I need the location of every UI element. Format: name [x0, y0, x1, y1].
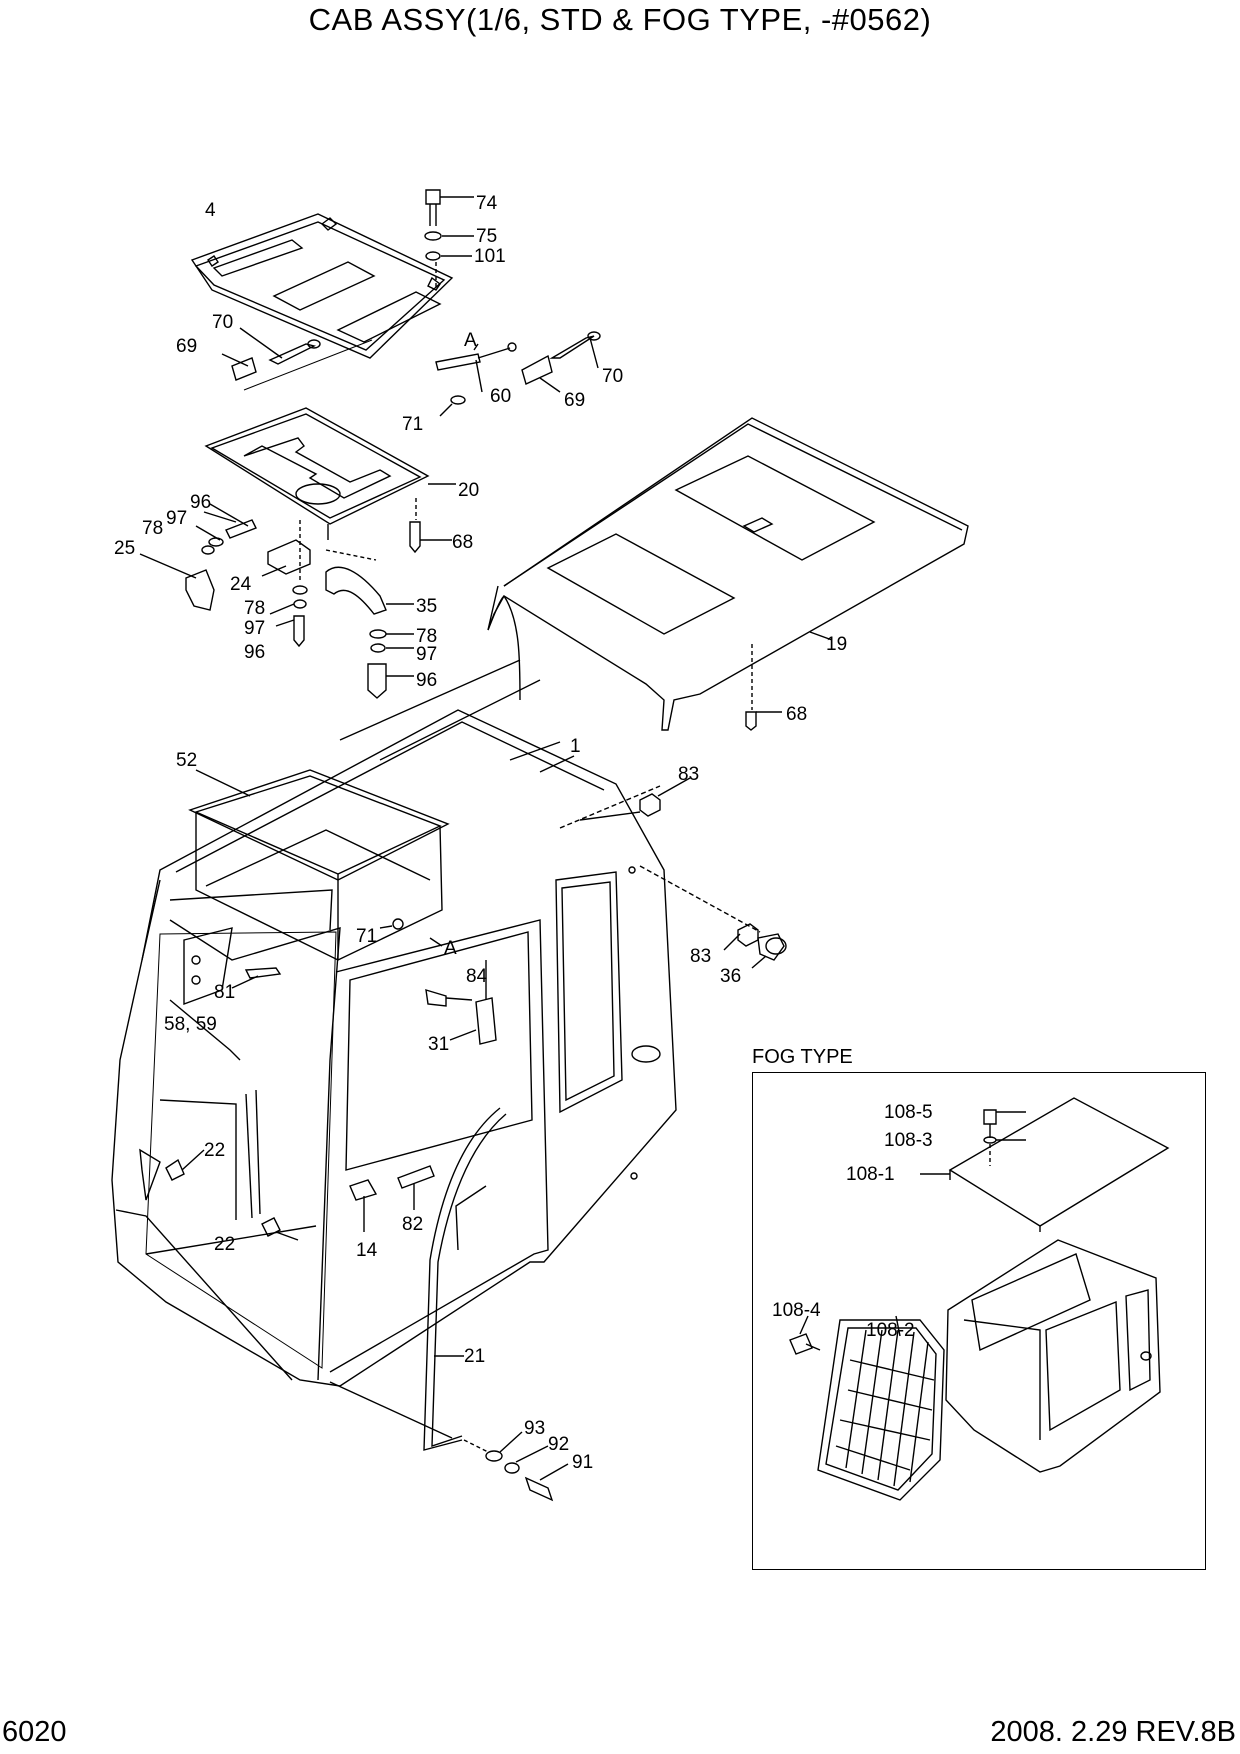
part-52-guard-rail	[188, 769, 450, 961]
callout-78-a: 78	[142, 518, 163, 539]
callout-81: 81	[214, 982, 235, 1003]
callout-91: 91	[572, 1452, 593, 1473]
callout-101: 101	[474, 246, 506, 267]
callout-84: 84	[466, 966, 488, 987]
parts-83-36-fasteners	[639, 777, 787, 969]
callout-25: 25	[114, 538, 135, 559]
part-21-handrail	[329, 1107, 507, 1451]
callout-60: 60	[490, 386, 511, 407]
callout-71-bottom: 71	[356, 926, 377, 947]
callout-4: 4	[205, 200, 216, 221]
parts-22-14-82	[139, 1148, 435, 1241]
callout-82: 82	[402, 1214, 423, 1235]
part-1-cab-body	[111, 659, 677, 1387]
callout-108-2: 108-2	[866, 1320, 915, 1341]
part-60-gas-spring-assembly	[221, 327, 601, 417]
fog-type-inset-drawing	[789, 1097, 1170, 1501]
callout-labels: 4 74 75 101 70 69 A 70 60 69 71 20 96 97…	[114, 193, 933, 1473]
callout-24: 24	[230, 574, 252, 595]
callout-78-c: 78	[416, 626, 437, 647]
fog-type-inset-frame	[752, 1072, 1206, 1570]
page-number: 6020	[2, 1716, 67, 1748]
callout-69-right: 69	[564, 390, 585, 411]
callout-108-1: 108-1	[846, 1164, 895, 1185]
callout-1: 1	[570, 736, 581, 757]
callout-19: 19	[826, 634, 847, 655]
callout-36: 36	[720, 966, 741, 987]
callout-108-4: 108-4	[772, 1300, 821, 1321]
callout-70-right: 70	[602, 366, 623, 387]
callout-92: 92	[548, 1434, 569, 1455]
callout-96-c: 96	[416, 670, 437, 691]
callout-14: 14	[356, 1240, 378, 1261]
callout-96-a: 96	[190, 492, 211, 513]
callout-78-b: 78	[244, 598, 265, 619]
parts-93-92-91-bolt-set	[463, 1431, 569, 1502]
callout-108-3: 108-3	[884, 1130, 933, 1151]
callout-31: 31	[428, 1034, 449, 1055]
callout-58-59: 58, 59	[164, 1014, 217, 1035]
callout-83-top: 83	[678, 764, 699, 785]
fog-type-label: FOG TYPE	[752, 1046, 853, 1068]
callout-108-5: 108-5	[884, 1102, 933, 1123]
callout-22-lower: 22	[214, 1234, 235, 1255]
callout-97-a: 97	[166, 508, 187, 529]
page-title: CAB ASSY(1/6, STD & FOG TYPE, -#0562)	[308, 2, 932, 37]
callout-20: 20	[458, 480, 479, 501]
callout-22-upper: 22	[204, 1140, 225, 1161]
callout-93: 93	[524, 1418, 545, 1439]
part-74-75-101-bolt-washers	[424, 189, 474, 290]
callout-97-c: 97	[416, 644, 437, 665]
callout-35: 35	[416, 596, 437, 617]
callout-97-b: 97	[244, 618, 265, 639]
part-4-roof-hatch	[190, 213, 454, 391]
callout-68-b: 68	[786, 704, 807, 725]
callout-A-top: A	[464, 330, 477, 351]
callout-A-bottom: A	[444, 938, 457, 959]
callout-71-top: 71	[402, 414, 423, 435]
callout-70-left: 70	[212, 312, 233, 333]
revision-date: 2008. 2.29 REV.8B	[990, 1716, 1236, 1748]
door-lock-parts	[183, 927, 497, 1045]
callout-69-left: 69	[176, 336, 197, 357]
part-19-roof-cover	[487, 417, 969, 731]
callout-96-b: 96	[244, 642, 265, 663]
callout-74: 74	[476, 193, 498, 214]
hinge-and-handle-hardware	[139, 503, 414, 699]
part-20-hatch-frame	[204, 407, 456, 554]
callout-52: 52	[176, 750, 197, 771]
callout-83-bottom: 83	[690, 946, 711, 967]
callout-68-a: 68	[452, 532, 473, 553]
callout-75: 75	[476, 226, 497, 247]
callout-21: 21	[464, 1346, 485, 1367]
